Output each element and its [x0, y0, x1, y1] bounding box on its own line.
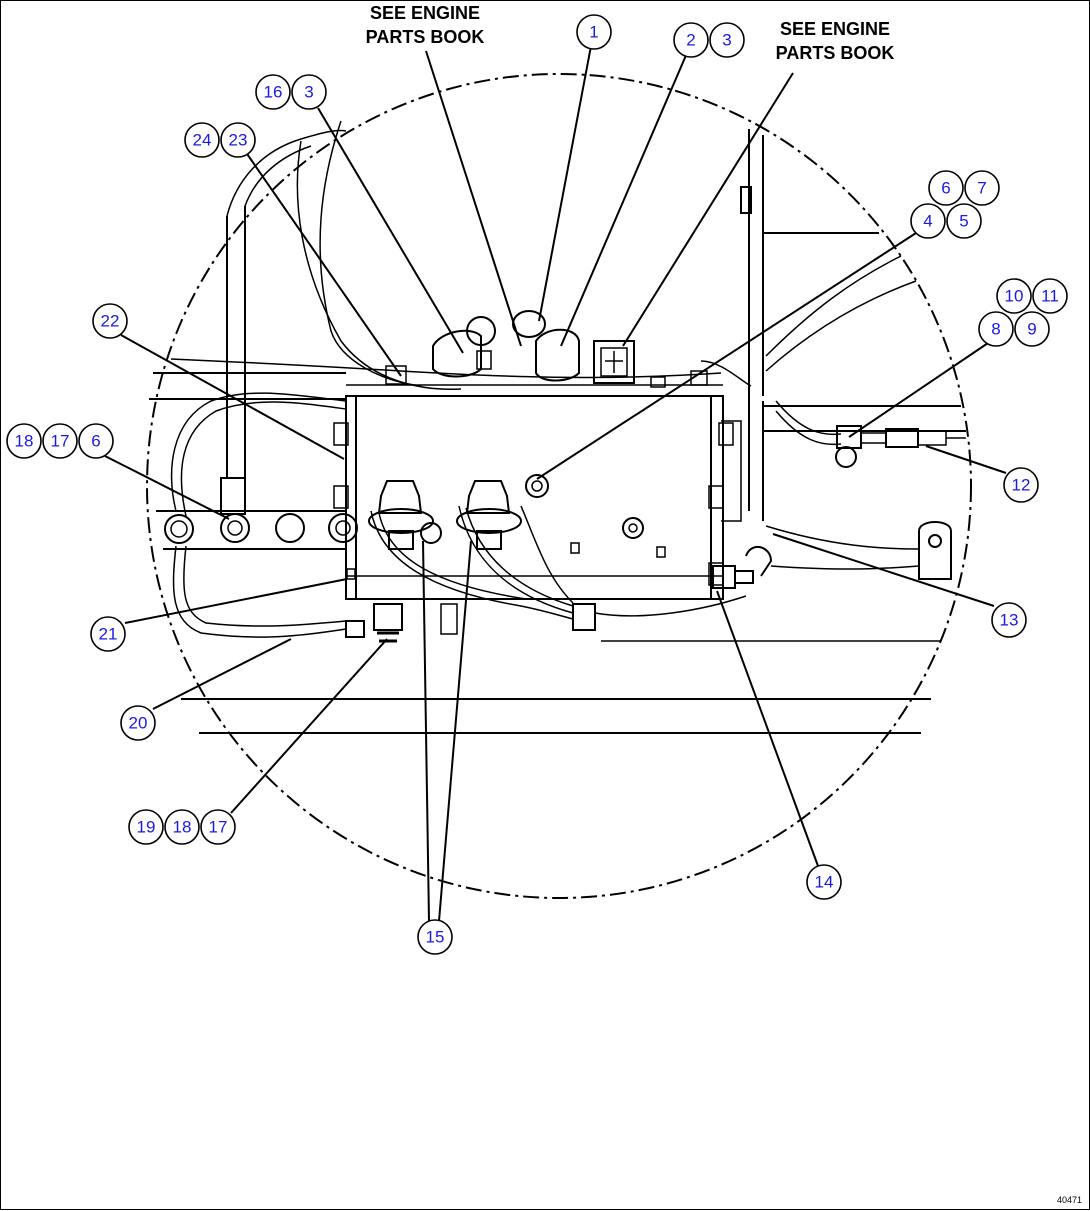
svg-text:7: 7 — [977, 179, 986, 198]
svg-text:22: 22 — [101, 312, 120, 331]
callout-15: 15 — [417, 919, 453, 955]
ground-cable — [172, 545, 458, 643]
callout-11: 11 — [1032, 278, 1068, 314]
svg-text:1: 1 — [589, 23, 598, 42]
top-harness — [170, 120, 752, 517]
callout-18-bottom: 18 — [164, 809, 200, 845]
callout-1: 1 — [576, 14, 612, 50]
callout-18-left: 18 — [6, 423, 42, 459]
callout-21: 21 — [90, 616, 126, 652]
callout-6-top: 6 — [928, 170, 964, 206]
svg-text:9: 9 — [1027, 320, 1036, 339]
svg-text:3: 3 — [304, 83, 313, 102]
svg-text:12: 12 — [1012, 476, 1031, 495]
svg-text:3: 3 — [722, 31, 731, 50]
callout-3-top: 3 — [709, 22, 745, 58]
callout-17-bottom: 17 — [200, 809, 236, 845]
callout-14: 14 — [806, 864, 842, 900]
svg-text:15: 15 — [426, 928, 445, 947]
left-fittings — [164, 477, 358, 544]
note-see-engine-1a: SEE ENGINE — [370, 3, 480, 23]
callout-4: 4 — [910, 203, 946, 239]
side-plate — [740, 129, 917, 521]
callout-13: 13 — [991, 602, 1027, 638]
svg-text:10: 10 — [1005, 287, 1024, 306]
svg-text:13: 13 — [1000, 611, 1019, 630]
note-see-engine-1b: PARTS BOOK — [366, 27, 485, 47]
detail-boundary — [146, 73, 972, 899]
callout-16: 16 — [255, 74, 291, 110]
callout-9: 9 — [1014, 311, 1050, 347]
callout-6-left: 6 — [78, 423, 114, 459]
callout-12: 12 — [1003, 467, 1039, 503]
callout-17-left: 17 — [42, 423, 78, 459]
svg-text:18: 18 — [173, 818, 192, 837]
pressure-switches — [368, 480, 747, 631]
callout-8: 8 — [978, 311, 1014, 347]
svg-text:5: 5 — [959, 212, 968, 231]
svg-text:24: 24 — [193, 131, 212, 150]
callout-2: 2 — [673, 22, 709, 58]
mounting-panel — [333, 384, 742, 600]
right-harness — [712, 400, 966, 589]
callout-3-left: 3 — [291, 74, 327, 110]
svg-text:2: 2 — [686, 31, 695, 50]
callout-7: 7 — [964, 170, 1000, 206]
callout-19: 19 — [128, 809, 164, 845]
leader-lines — [104, 45, 1007, 922]
svg-text:6: 6 — [91, 432, 100, 451]
svg-text:11: 11 — [1041, 287, 1059, 306]
svg-text:21: 21 — [99, 625, 118, 644]
callout-23: 23 — [220, 122, 256, 158]
drawing-code: 40471 — [1057, 1195, 1082, 1205]
svg-text:4: 4 — [923, 212, 932, 231]
note-see-engine-2b: PARTS BOOK — [776, 43, 895, 63]
svg-text:17: 17 — [209, 818, 228, 837]
callout-20: 20 — [120, 705, 156, 741]
note-see-engine-2a: SEE ENGINE — [780, 19, 890, 39]
svg-text:23: 23 — [229, 131, 248, 150]
svg-text:19: 19 — [137, 818, 156, 837]
svg-text:14: 14 — [815, 873, 834, 892]
callout-24: 24 — [184, 122, 220, 158]
left-tube — [226, 129, 347, 479]
svg-text:17: 17 — [51, 432, 70, 451]
svg-text:20: 20 — [129, 714, 148, 733]
callout-22: 22 — [92, 303, 128, 339]
callout-10: 10 — [996, 278, 1032, 314]
svg-text:18: 18 — [15, 432, 34, 451]
callout-5: 5 — [946, 203, 982, 239]
svg-text:16: 16 — [264, 83, 283, 102]
svg-text:8: 8 — [991, 320, 1000, 339]
svg-text:6: 6 — [941, 179, 950, 198]
